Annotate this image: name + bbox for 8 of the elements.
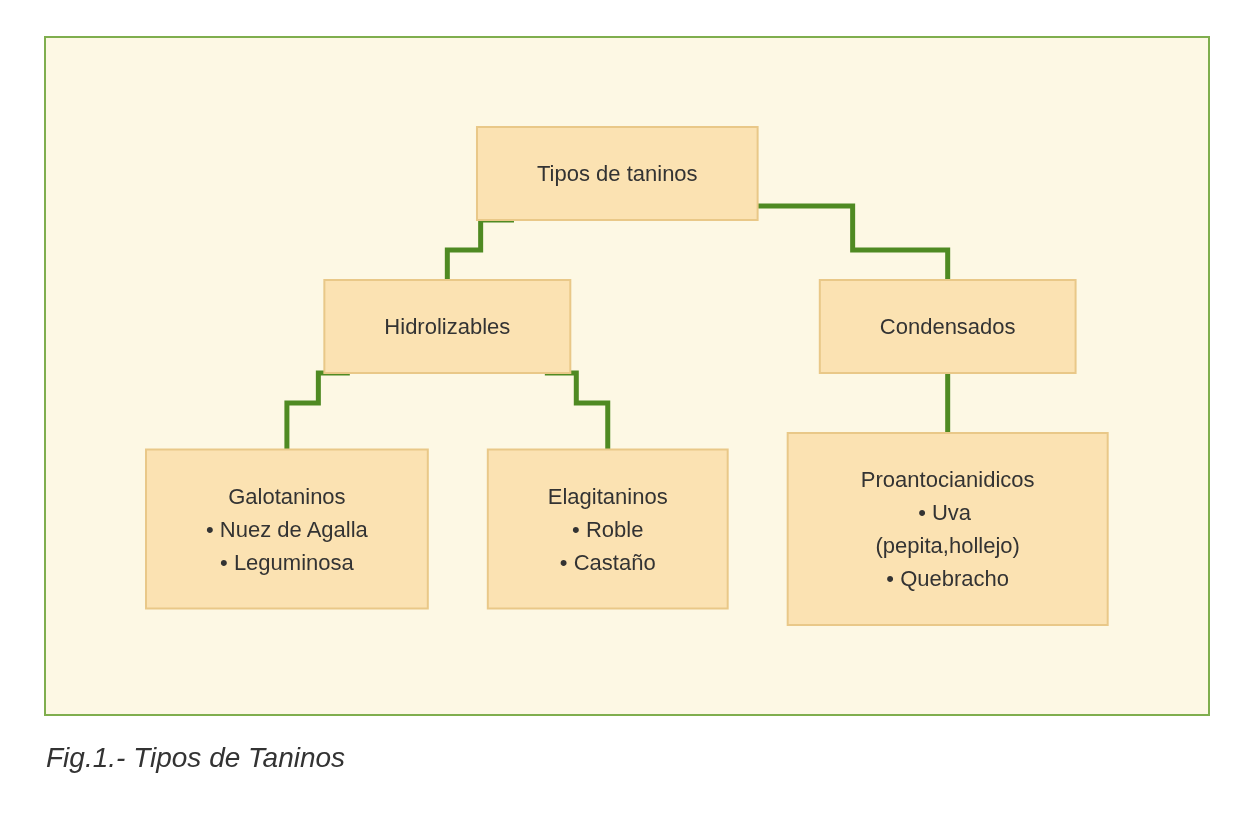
node-box (486, 448, 729, 610)
node-box (818, 279, 1077, 374)
figure-caption: Fig.1.- Tipos de Taninos (46, 742, 346, 774)
node-box (786, 432, 1109, 626)
node-box (145, 448, 429, 610)
diagram-panel: Tipos de taninos Hidrolizables Condensados Galotaninos • Nuez de Agalla • Leguminosa Elagitaninos • Roble • Castaño Proantocianidicos • Uva (pepita,hollejo) • Quebracho (44, 36, 1210, 716)
node-box (323, 279, 572, 374)
node-box (476, 126, 759, 221)
